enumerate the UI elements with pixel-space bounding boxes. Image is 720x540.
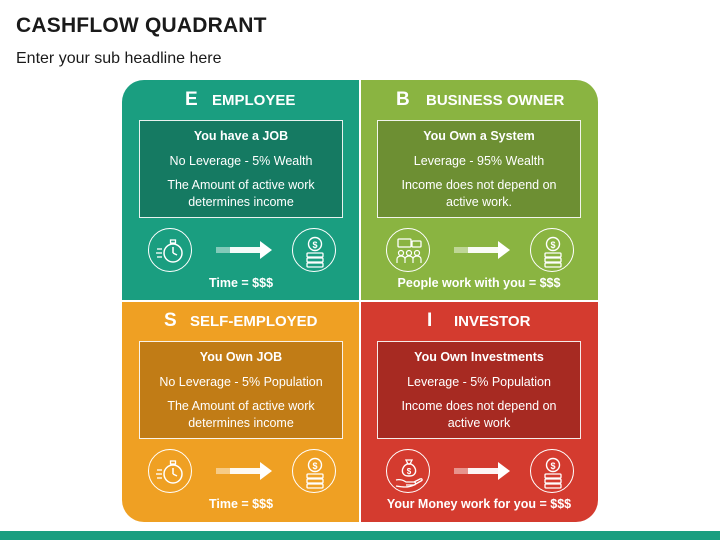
money-stack-icon: $ (292, 228, 336, 272)
svg-text:$: $ (550, 461, 555, 471)
quadrant-footer: Your Money work for you = $$$ (386, 497, 572, 511)
info-line-2: No Leverage - 5% Wealth (169, 154, 313, 168)
team-meeting-icon (386, 228, 430, 272)
arrow-right-icon (454, 241, 510, 259)
money-stack-icon: $ (530, 449, 574, 493)
quadrant-header: E EMPLOYEE (122, 89, 360, 112)
money-bag-hand-icon: $ (386, 449, 430, 493)
money-stack-icon: $ (292, 449, 336, 493)
stopwatch-icon (148, 449, 192, 493)
info-line-2: Leverage - 5% Population (407, 375, 551, 389)
svg-text:$: $ (407, 467, 412, 476)
quadrant-info-box: You have a JOB No Leverage - 5% Wealth T… (139, 120, 343, 218)
quadrant-letter: I (427, 310, 433, 331)
quadrant-footer: Time = $$$ (208, 276, 274, 290)
info-line-3: The Amount of active work determines inc… (167, 178, 315, 209)
info-line-1: You Own Investments (414, 350, 544, 364)
quadrant-role: INVESTOR (454, 313, 531, 330)
stopwatch-icon (148, 228, 192, 272)
quadrant-business-owner: B BUSINESS OWNER You Own a System Levera… (360, 80, 598, 301)
quadrant-role: EMPLOYEE (212, 92, 296, 109)
quadrant-letter: E (185, 89, 198, 110)
info-line-1: You Own JOB (199, 350, 283, 364)
svg-text:$: $ (312, 461, 317, 471)
arrow-right-icon (216, 462, 272, 480)
svg-text:$: $ (550, 240, 555, 250)
quadrant-role: BUSINESS OWNER (426, 92, 565, 109)
svg-text:$: $ (312, 240, 317, 250)
quadrant-header: B BUSINESS OWNER (360, 89, 598, 112)
info-line-1: You have a JOB (193, 129, 289, 143)
quadrant-header: S SELF-EMPLOYED (122, 310, 360, 333)
quadrant-divider-horizontal (122, 300, 598, 302)
quadrant-investor: I INVESTOR You Own Investments Leverage … (360, 301, 598, 522)
arrow-right-icon (454, 462, 510, 480)
money-stack-icon: $ (530, 228, 574, 272)
quadrant-info-box: You Own JOB No Leverage - 5% Population … (139, 341, 343, 439)
quadrant-footer: Time = $$$ (208, 497, 274, 511)
quadrant-info-box: You Own a System Leverage - 95% Wealth I… (377, 120, 581, 218)
quadrant-header: I INVESTOR (360, 310, 598, 333)
quadrant-info-box: You Own Investments Leverage - 5% Popula… (377, 341, 581, 439)
info-line-3: The Amount of active work determines inc… (167, 399, 315, 430)
info-line-2: No Leverage - 5% Population (159, 375, 323, 389)
quadrant-self-employed: S SELF-EMPLOYED You Own JOB No Leverage … (122, 301, 360, 522)
quadrant-letter: S (164, 310, 177, 331)
quadrant-role: SELF-EMPLOYED (190, 313, 318, 330)
info-line-3: Income does not depend on active work. (401, 178, 557, 209)
quadrant-employee: E EMPLOYEE You have a JOB No Leverage - … (122, 80, 360, 301)
quadrant-letter: B (396, 89, 410, 110)
info-line-2: Leverage - 95% Wealth (413, 154, 545, 168)
page-title: CASHFLOW QUADRANT (16, 14, 267, 37)
info-line-1: You Own a System (423, 129, 535, 143)
quadrant-footer: People work with you = $$$ (397, 276, 561, 290)
info-line-3: Income does not depend on active work (401, 399, 557, 430)
bottom-accent-bar (0, 531, 720, 540)
page-subtitle: Enter your sub headline here (16, 50, 222, 67)
arrow-right-icon (216, 241, 272, 259)
